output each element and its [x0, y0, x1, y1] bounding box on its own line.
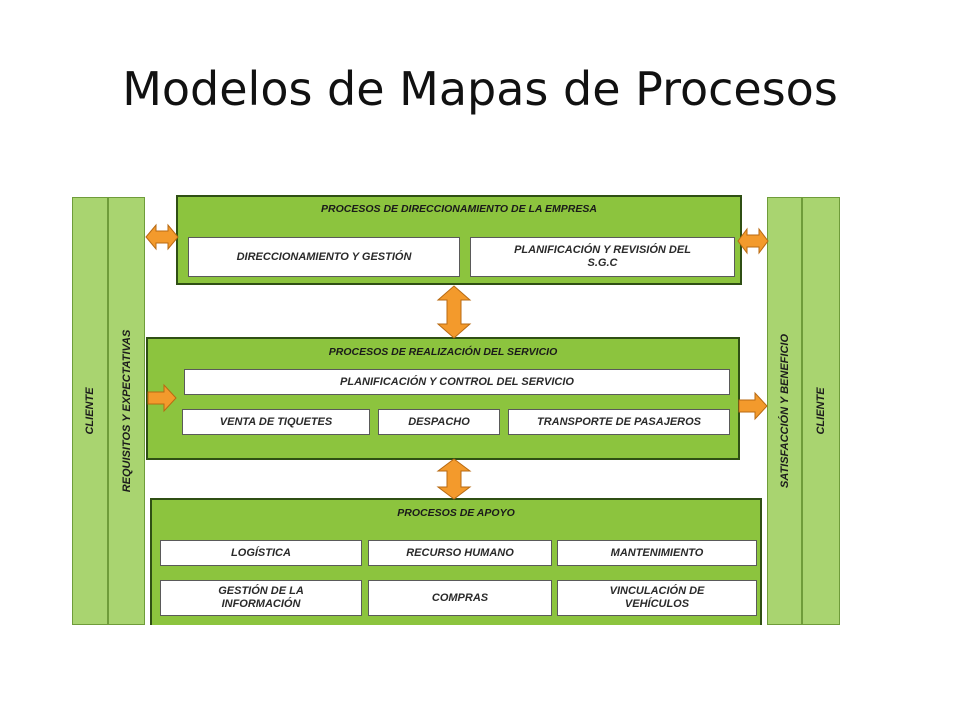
requirements-label: REQUISITOS Y EXPECTATIVAS — [120, 329, 133, 493]
left-client-column: CLIENTE — [72, 197, 108, 625]
realizacion-block: PROCESOS DE REALIZACIÓN DEL SERVICIO PLA… — [146, 337, 740, 460]
realizacion-title: PROCESOS DE REALIZACIÓN DEL SERVICIO — [328, 346, 558, 358]
process-map-diagram: CLIENTE REQUISITOS Y EXPECTATIVAS SATISF… — [72, 193, 842, 625]
slide-title: Modelos de Mapas de Procesos — [122, 62, 838, 116]
planificacion-sgc-box: PLANIFICACIÓN Y REVISIÓN DEL S.G.C — [470, 237, 735, 277]
mantenimiento-box: MANTENIMIENTO — [557, 540, 757, 566]
right-client-label: CLIENTE — [815, 387, 827, 435]
apoyo-title: PROCESOS DE APOYO — [397, 507, 515, 519]
direccionamiento-gestion-box: DIRECCIONAMIENTO Y GESTIÓN — [188, 237, 460, 277]
recurso-humano-box: RECURSO HUMANO — [368, 540, 552, 566]
transporte-pasajeros-box: TRANSPORTE DE PASAJEROS — [508, 409, 730, 435]
gestion-informacion-box: GESTIÓN DE LA INFORMACIÓN — [160, 580, 362, 616]
vertical-double-arrow-bottom-icon — [436, 458, 472, 500]
despacho-box: DESPACHO — [378, 409, 500, 435]
compras-box: COMPRAS — [368, 580, 552, 616]
left-double-arrow-icon — [145, 223, 179, 251]
output-arrow-icon — [738, 391, 768, 421]
input-arrow-icon — [147, 383, 177, 413]
left-client-label: CLIENTE — [84, 387, 96, 435]
venta-tiquetes-box: VENTA DE TIQUETES — [182, 409, 370, 435]
direccionamiento-title: PROCESOS DE DIRECCIONAMIENTO DE LA EMPRE… — [321, 203, 597, 215]
satisfaction-label: SATISFACCIÓN Y BENEFICIO — [778, 333, 791, 489]
right-double-arrow-icon — [737, 227, 769, 255]
vinculacion-vehiculos-box: VINCULACIÓN DE VEHÍCULOS — [557, 580, 757, 616]
satisfaction-column: SATISFACCIÓN Y BENEFICIO — [767, 197, 802, 625]
direccionamiento-block: PROCESOS DE DIRECCIONAMIENTO DE LA EMPRE… — [176, 195, 742, 285]
requirements-column: REQUISITOS Y EXPECTATIVAS — [108, 197, 145, 625]
apoyo-block: PROCESOS DE APOYO LOGÍSTICA RECURSO HUMA… — [150, 498, 762, 625]
planificacion-control-box: PLANIFICACIÓN Y CONTROL DEL SERVICIO — [184, 369, 730, 395]
right-client-column: CLIENTE — [802, 197, 840, 625]
logistica-box: LOGÍSTICA — [160, 540, 362, 566]
vertical-double-arrow-top-icon — [436, 285, 472, 339]
